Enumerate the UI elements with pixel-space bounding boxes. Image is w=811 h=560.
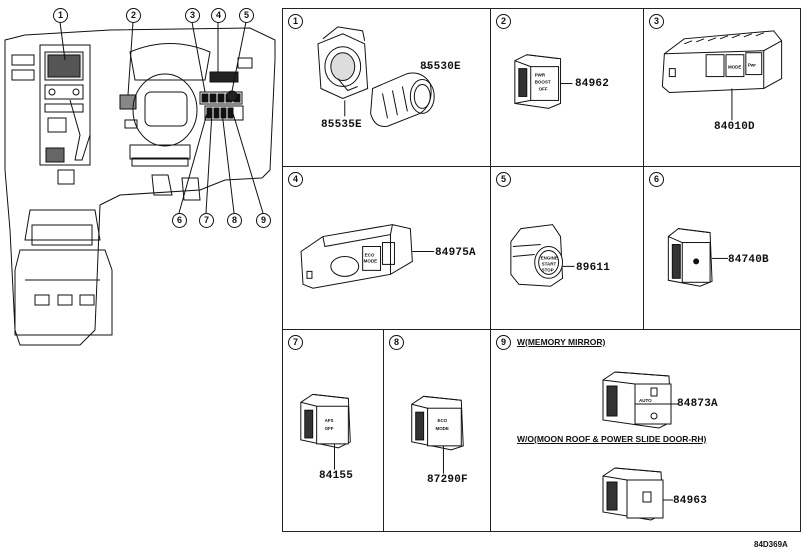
callout-1: 1: [53, 8, 68, 23]
switch-label: OFF: [325, 426, 334, 431]
switch-label: STOP: [542, 267, 554, 272]
part-number: 84963: [673, 495, 708, 507]
switch-label: AFS: [325, 418, 334, 423]
panel-7: 7 AFS OFF 84155: [283, 330, 384, 531]
panel-5: 5 ENGINE START STOP 89611: [491, 167, 644, 330]
part-number: 84975A: [435, 247, 476, 259]
callout-9: 9: [256, 213, 271, 228]
switch-panel-illustration: MODE Pwr: [661, 30, 783, 121]
callout-6: 6: [172, 213, 187, 228]
panel-3: 3 MODE Pwr 84010D: [644, 9, 800, 167]
cigarette-lighter-illustration: [317, 26, 435, 127]
switch-label: MODE: [436, 426, 449, 431]
engine-start-switch-illustration: ENGINE START STOP: [510, 224, 575, 287]
switch-label: PWR: [535, 73, 546, 78]
panel-number: 4: [288, 172, 303, 187]
part-number: 85530E: [420, 61, 461, 73]
switch-illustration: [667, 228, 728, 287]
parts-grid: 1 85530E 85535E 2 PWR BOOST OFF: [282, 8, 801, 532]
panel-number: 9: [496, 335, 511, 350]
condition-label: W/O(MOON ROOF & POWER SLIDE DOOR-RH): [517, 434, 707, 444]
part-number: 89611: [576, 262, 611, 274]
panel-8: 8 ECO MODE 87290F: [384, 330, 491, 531]
panel-1: 1 85530E 85535E: [283, 9, 491, 167]
callout-5: 5: [239, 8, 254, 23]
panel-2: 2 PWR BOOST OFF 84962: [491, 9, 644, 167]
panel-number: 5: [496, 172, 511, 187]
diagram-code: 84D369A: [754, 540, 788, 549]
mirror-switch-illustration: AUTO: [602, 371, 679, 521]
switch-label: AUTO: [639, 398, 652, 403]
panel-number: 1: [288, 14, 303, 29]
panel-number: 8: [389, 335, 404, 350]
switch-label: MODE: [364, 258, 377, 263]
callout-3: 3: [185, 8, 200, 23]
panel-number: 3: [649, 14, 664, 29]
callout-7: 7: [199, 213, 214, 228]
part-number: 84155: [319, 470, 354, 482]
switch-label: OFF: [539, 86, 548, 91]
part-number: 85535E: [321, 119, 362, 131]
panel-6: 6 84740B: [644, 167, 800, 330]
callout-2: 2: [126, 8, 141, 23]
eco-mode-switch-panel-illustration: ECO MODE: [300, 224, 435, 289]
dashboard-overview: 1 2 3 4 5 6 7 8 9: [0, 0, 282, 545]
panel-number: 2: [496, 14, 511, 29]
switch-label: ECO: [437, 418, 447, 423]
eco-mode-switch-illustration: ECO MODE: [411, 395, 464, 474]
switch-label: ENGINE: [541, 255, 558, 260]
callout-8: 8: [227, 213, 242, 228]
part-number: 84873A: [677, 398, 718, 410]
part-number: 84010D: [714, 121, 755, 133]
afs-off-switch-illustration: AFS OFF: [300, 393, 351, 470]
condition-label: W(MEMORY MIRROR): [517, 337, 606, 347]
panel-9: 9 W(MEMORY MIRROR) W/O(MOON ROOF & POWER…: [491, 330, 800, 531]
part-number: 84740B: [728, 254, 769, 266]
panel-4: 4 ECO MODE 84975A: [283, 167, 491, 330]
switch-label: START: [542, 261, 557, 266]
part-number: 87290F: [427, 474, 468, 486]
switch-label: Pwr: [748, 63, 756, 68]
switch-label: MODE: [728, 65, 741, 70]
dashboard-illustration: [4, 21, 276, 346]
power-boost-switch-illustration: PWR BOOST OFF: [514, 54, 573, 109]
callout-4: 4: [211, 8, 226, 23]
switch-label: BOOST: [535, 80, 551, 85]
panel-number: 7: [288, 335, 303, 350]
panel-number: 6: [649, 172, 664, 187]
switch-label: ECO: [365, 252, 375, 257]
part-number: 84962: [575, 78, 610, 90]
